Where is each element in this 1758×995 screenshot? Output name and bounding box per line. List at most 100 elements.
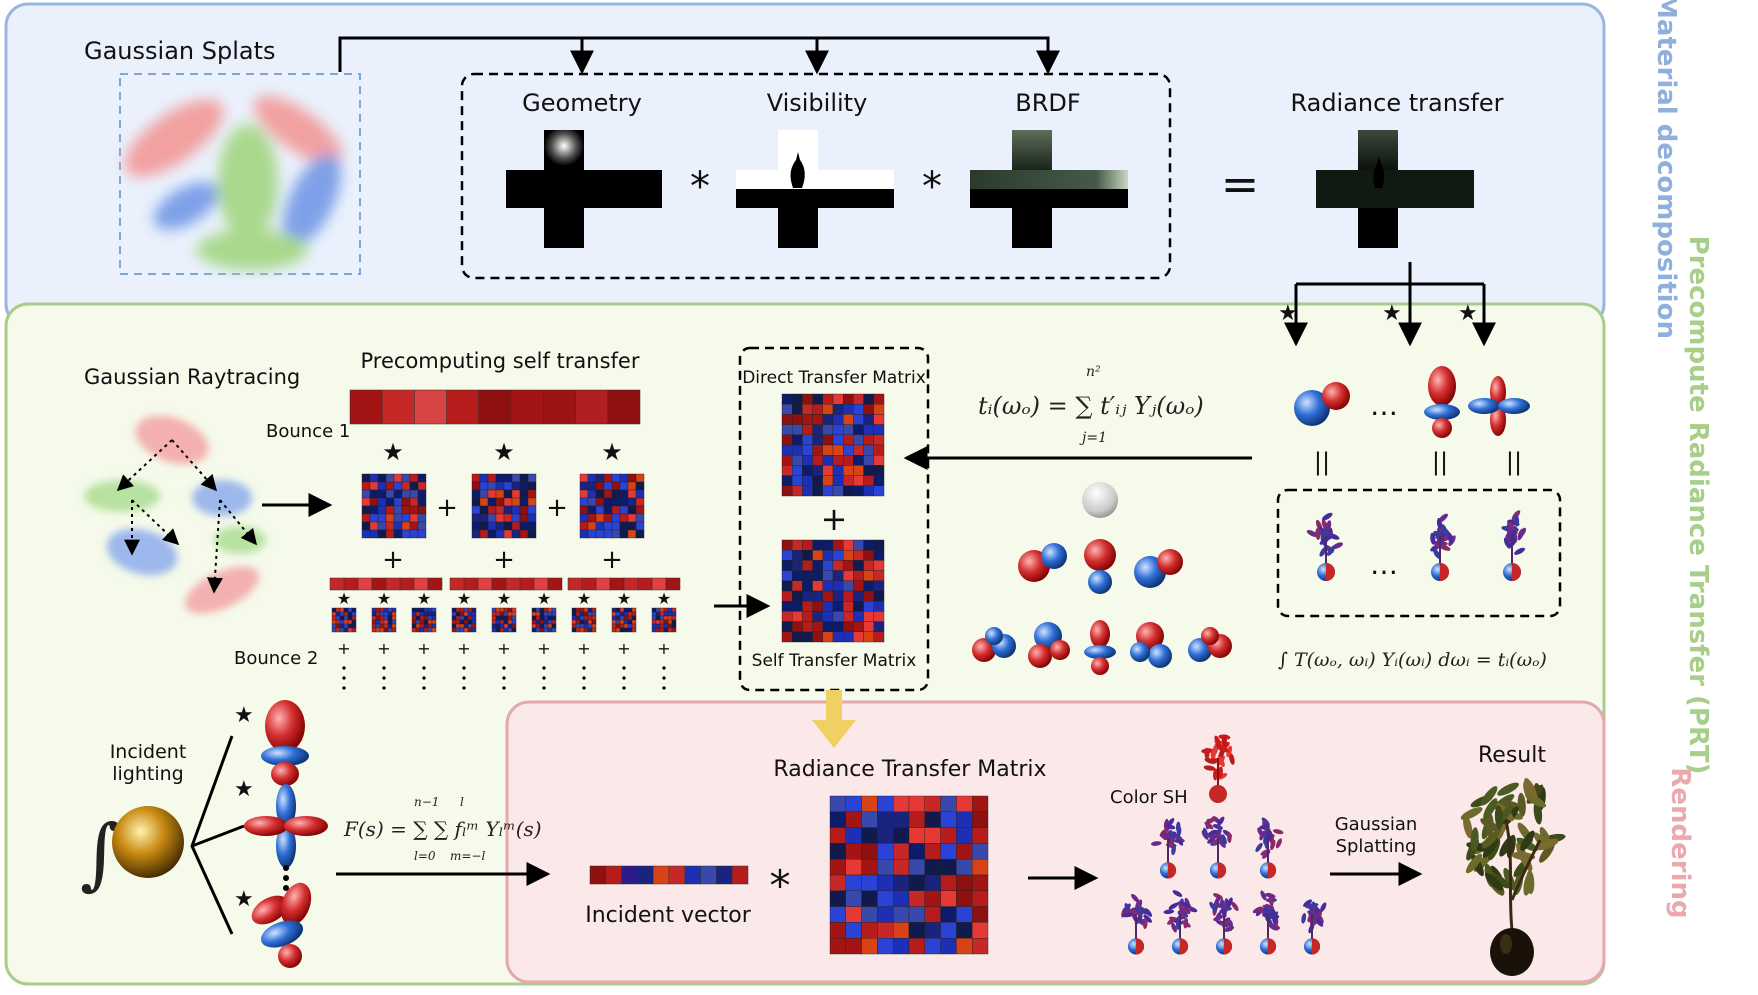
- bounce1-plus-2: +: [546, 493, 568, 523]
- color-sh-plant-row2-1: [1150, 818, 1185, 879]
- rendering-panel: [505, 700, 1606, 984]
- result-label: Result: [1478, 743, 1546, 768]
- incident-lighting-label-line1: Incident: [110, 741, 187, 763]
- direct-transfer-matrix: [781, 393, 885, 497]
- sh-l1-lobes: [1018, 539, 1183, 594]
- bounce-plus-3: +: [601, 545, 623, 575]
- lighting-sh-lobe-2: [244, 784, 328, 868]
- sh-ellipsis: …: [1370, 389, 1398, 422]
- fork-star-2: ★: [1382, 301, 1402, 326]
- prt-to-rendering-arrow: [812, 690, 856, 748]
- plants-ellipsis: …: [1370, 548, 1398, 581]
- environment-map-sphere: [112, 806, 184, 878]
- section-label-prt: Precompute Radiance Transfer (PRT): [1683, 236, 1713, 775]
- gaussian-splatting-label-line1: Gaussian: [1335, 814, 1418, 835]
- lighting-sh-lobe-1: [261, 700, 309, 786]
- radiance-transfer-matrix-label: Radiance Transfer Matrix: [773, 757, 1046, 782]
- lighting-star-2: ★: [234, 777, 254, 802]
- lighting-sh-formula: F(s) = ∑ ∑ fₗᵐ Yₗᵐ(s): [343, 817, 542, 841]
- incident-lighting-label-line2: lighting: [112, 763, 184, 785]
- radiance-transfer-cubemap: [1316, 130, 1474, 248]
- star-operator-2: *: [922, 164, 942, 210]
- result-plant-render: [1460, 777, 1566, 976]
- sh-equal-1: ||: [1314, 448, 1330, 476]
- incident-vector-strip: [589, 865, 749, 885]
- bounce1-plus-1: +: [436, 493, 458, 523]
- transfer-plants-box: [1276, 488, 1562, 618]
- color-sh-plant-row3-5: [1301, 899, 1327, 955]
- precomputing-self-transfer-label: Precomputing self transfer: [361, 349, 640, 373]
- sh-basis-lobe-3: [1468, 376, 1530, 436]
- gaussian-raytracing-label: Gaussian Raytracing: [84, 365, 300, 389]
- lighting-continuation: [283, 865, 289, 891]
- bounce1-label: Bounce 1: [266, 421, 350, 442]
- bounce1-star-2: ★: [493, 438, 515, 466]
- formula-f-top-2: l: [460, 795, 464, 809]
- svg-text:+: +: [657, 639, 670, 658]
- lighting-sh-lobe-3: [251, 882, 312, 968]
- svg-text:★: ★: [617, 589, 631, 608]
- formula-t-lower-bound: j=1: [1079, 430, 1107, 446]
- bounce1-matrix-1: [361, 473, 427, 539]
- gaussian-splatting-label-line2: Splatting: [1336, 836, 1417, 857]
- lighting-star-3: ★: [234, 887, 254, 912]
- section-label-rendering: Rendering: [1665, 767, 1695, 918]
- svg-text:+: +: [417, 639, 430, 658]
- svg-text:+: +: [617, 639, 630, 658]
- transfer-plant-1: [1306, 512, 1344, 581]
- color-sh-plant-row3-1: [1121, 893, 1153, 955]
- svg-text:★: ★: [377, 589, 391, 608]
- direct-transfer-matrix-label: Direct Transfer Matrix: [742, 368, 926, 388]
- svg-text:+: +: [337, 639, 350, 658]
- formula-t-upper-bound: n²: [1086, 364, 1101, 380]
- svg-text:+: +: [377, 639, 390, 658]
- section-label-material: Material decomposition: [1651, 0, 1681, 339]
- formula-f-bottom-2: m=−l: [450, 849, 485, 863]
- color-sh-plant-row2-3: [1255, 817, 1284, 879]
- transfer-coefficient-formula: tᵢ(ωₒ) = ∑ t′ᵢⱼ Yⱼ(ωₒ): [978, 392, 1204, 420]
- sh-basis-lobe-2: [1424, 366, 1460, 438]
- svg-text:★: ★: [657, 589, 671, 608]
- equals-operator: =: [1221, 157, 1260, 211]
- svg-text:★: ★: [417, 589, 431, 608]
- svg-text:★: ★: [457, 589, 471, 608]
- incident-vector-label: Incident vector: [585, 903, 751, 928]
- lighting-star-1: ★: [234, 703, 254, 728]
- star-operator-1: *: [690, 164, 710, 210]
- visibility-label: Visibility: [767, 89, 868, 117]
- formula-f-bottom-1: l=0: [414, 849, 436, 863]
- gaussian-splats-label: Gaussian Splats: [84, 37, 276, 65]
- visibility-cubemap: [736, 130, 894, 248]
- bounce1-vector: [349, 389, 641, 425]
- sh-l2-lobes: [972, 620, 1232, 675]
- color-sh-plant-row2-2: [1201, 816, 1232, 879]
- bounce1-star-3: ★: [601, 438, 623, 466]
- svg-text:★: ★: [497, 589, 511, 608]
- svg-text:+: +: [457, 639, 470, 658]
- bounce-plus-1: +: [382, 545, 404, 575]
- sh-basis-pyramid: [972, 482, 1232, 675]
- sh-equal-3: ||: [1506, 448, 1522, 476]
- bounce1-star-1: ★: [382, 438, 404, 466]
- geometry-label: Geometry: [522, 89, 642, 117]
- fork-star-1: ★: [1278, 301, 1298, 326]
- svg-text:+: +: [497, 639, 510, 658]
- bounce1-matrix-2: [471, 473, 537, 539]
- fork-star-3: ★: [1458, 301, 1478, 326]
- render-star-operator: *: [770, 861, 791, 910]
- radiance-transfer-label: Radiance transfer: [1290, 89, 1503, 117]
- bounce1-matrix-3: [579, 473, 645, 539]
- color-sh-label: Color SH: [1110, 787, 1188, 808]
- gaussian-splats-box: [119, 73, 361, 275]
- color-sh-plant-row3-2: [1163, 890, 1198, 955]
- color-sh-plant-row3-3: [1209, 893, 1239, 955]
- self-transfer-matrix-label: Self Transfer Matrix: [752, 651, 917, 671]
- bounce2-continuation: +++++++++: [337, 639, 671, 690]
- color-sh-plant-row3-4: [1252, 890, 1281, 955]
- ray-paths: [116, 439, 258, 594]
- brdf-label: BRDF: [1015, 89, 1080, 117]
- sh-equal-2: ||: [1432, 448, 1448, 476]
- lighting-integral-sign: ∫: [80, 809, 121, 899]
- formula-f-top-1: n−1: [414, 795, 439, 809]
